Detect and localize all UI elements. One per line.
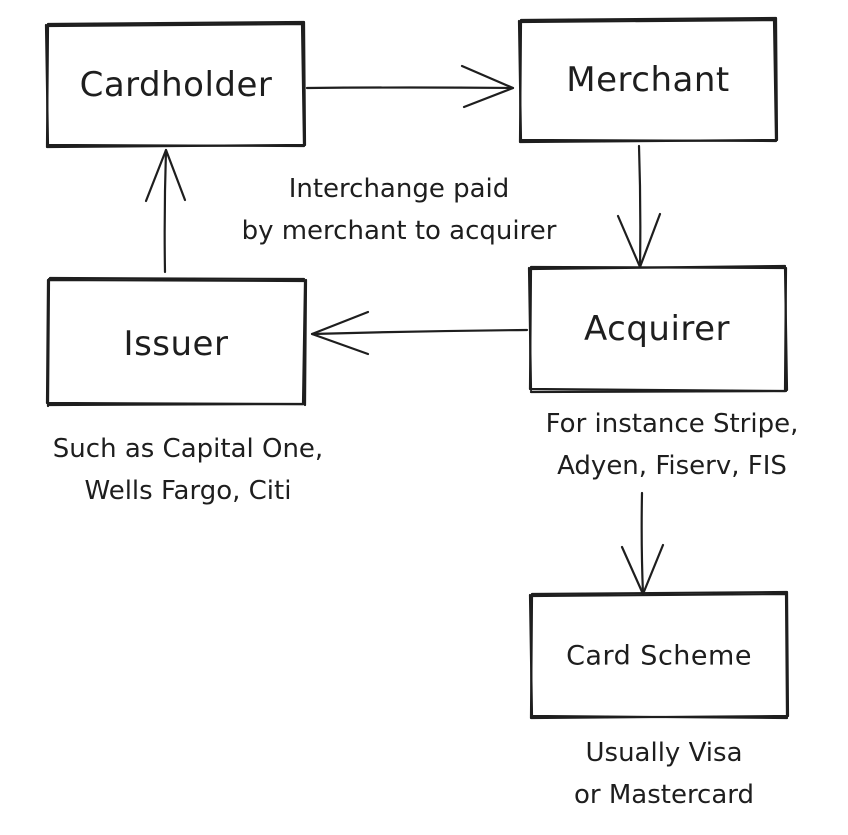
arrow-acquirer-to-card-scheme bbox=[620, 491, 665, 596]
acquirer-box bbox=[527, 264, 789, 394]
interchange-note-line-1: Interchange paid bbox=[288, 174, 510, 204]
issuer-examples-line-2: Wells Fargo, Citi bbox=[84, 476, 292, 506]
arrow-cardholder-to-merchant bbox=[305, 64, 515, 109]
issuer-box bbox=[45, 276, 308, 408]
card-scheme-box bbox=[528, 590, 790, 720]
acquirer-examples-line-1: For instance Stripe, bbox=[545, 409, 799, 439]
acquirer-label: Acquirer bbox=[583, 309, 731, 349]
scheme-examples-line-1: Usually Visa bbox=[585, 738, 743, 768]
arrow-issuer-to-cardholder bbox=[144, 148, 187, 274]
issuer-label: Issuer bbox=[123, 324, 229, 364]
cardholder-label: Cardholder bbox=[79, 65, 273, 105]
acquirer-examples-note: For instance Stripe, Adyen, Fiserv, FIS bbox=[546, 403, 799, 487]
arrow-acquirer-to-issuer bbox=[310, 310, 529, 356]
arrow-merchant-to-acquirer bbox=[616, 144, 662, 269]
issuer-examples-line-1: Such as Capital One, bbox=[52, 434, 324, 464]
acquirer-examples-line-2: Adyen, Fiserv, FIS bbox=[557, 451, 787, 481]
interchange-note: Interchange paid by merchant to acquirer bbox=[242, 168, 557, 252]
cardholder-box bbox=[44, 20, 307, 149]
merchant-label: Merchant bbox=[566, 60, 730, 100]
issuer-examples-note: Such as Capital One, Wells Fargo, Citi bbox=[53, 428, 323, 512]
card-scheme-label: Card Scheme bbox=[566, 640, 752, 672]
merchant-box bbox=[517, 16, 779, 144]
scheme-examples-line-2: or Mastercard bbox=[573, 780, 755, 810]
scheme-examples-note: Usually Visa or Mastercard bbox=[574, 732, 754, 816]
interchange-note-line-2: by merchant to acquirer bbox=[241, 216, 557, 246]
